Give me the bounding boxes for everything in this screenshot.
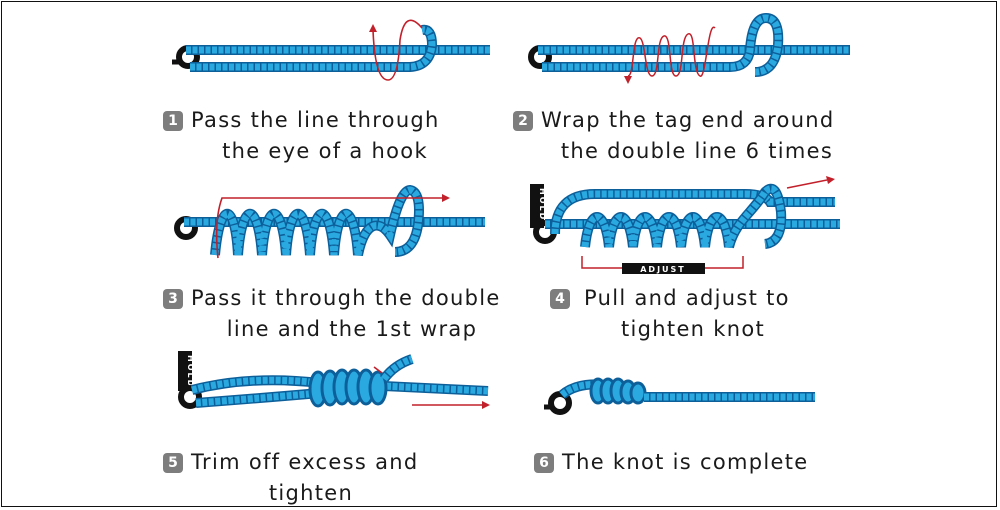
trim-mark (373, 366, 383, 374)
pass-through-arrow (215, 197, 442, 259)
step-2-illustration (528, 12, 850, 84)
wrap-arrow (372, 19, 423, 81)
step-1-number-badge: 1 (163, 111, 183, 131)
hold-tag (178, 351, 192, 391)
step-6-number-badge: 6 (534, 453, 554, 473)
step-6-illustration (544, 377, 815, 415)
svg-text:ADJUST: ADJUST (640, 265, 686, 274)
svg-text:HOLD: HOLD (538, 188, 547, 221)
step-4-number-badge: 4 (550, 289, 570, 309)
step-5-illustration: HOLD (178, 351, 490, 409)
hook-eye (178, 385, 202, 409)
step-1-illustration (172, 19, 490, 81)
pull-arrow (786, 179, 828, 189)
finished-knot (589, 377, 647, 405)
step-2-number-badge: 2 (513, 111, 533, 131)
hold-tag (530, 184, 544, 228)
wrap-arrow (627, 26, 716, 77)
adjust-tag (622, 263, 705, 274)
step-3-number-badge: 3 (163, 289, 183, 309)
svg-text:HOLD: HOLD (186, 355, 195, 388)
step-5-number-badge: 5 (163, 453, 183, 473)
hook-eye (548, 391, 572, 415)
step-4-illustration: HOLD ADJUST (530, 176, 840, 274)
knot-coils (308, 368, 388, 408)
step-3-illustration (174, 184, 485, 259)
